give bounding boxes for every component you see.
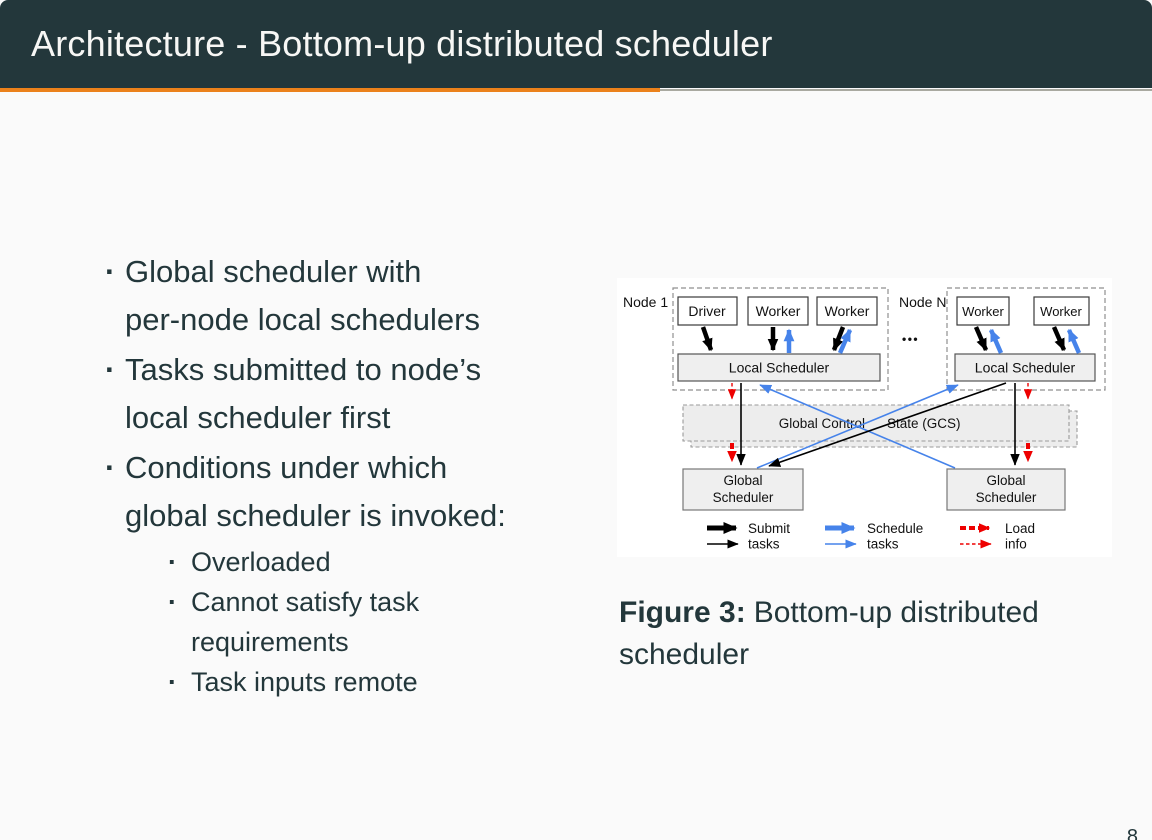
slide-title: Architecture - Bottom-up distributed sch… xyxy=(31,23,773,64)
sub-bullet-item: Task inputs remote xyxy=(168,662,595,702)
worker-box xyxy=(747,296,809,326)
schedule-task-arrow xyxy=(837,328,853,354)
submit-task-arrow xyxy=(973,326,989,352)
bullet-line: per-node local schedulers xyxy=(125,302,480,337)
progress-indicator xyxy=(0,88,660,92)
cross-connectors xyxy=(756,382,1007,469)
legend-label: tasks xyxy=(748,537,780,552)
legend: Submit tasks Schedule tasks Load info xyxy=(707,521,1035,552)
submit-task-arrow xyxy=(700,326,714,352)
bullet-line: Conditions under which xyxy=(125,450,448,485)
bullet-line: Tasks submitted to node’s xyxy=(125,352,482,387)
sub-bullet-list: Overloaded Cannot satisfy task requireme… xyxy=(168,542,595,702)
global-scheduler-label: Scheduler xyxy=(976,490,1037,505)
bullet-line: Cannot satisfy task xyxy=(191,587,420,617)
vertical-connectors xyxy=(727,383,1033,466)
local-scheduler-label: Local Scheduler xyxy=(975,360,1076,376)
global-scheduler-right: Global Scheduler xyxy=(946,468,1066,511)
nodeN-label: Node N xyxy=(899,294,946,310)
nodeN-group: Node N Worker Worker Local Scheduler xyxy=(899,287,1106,391)
figure-caption-text: Bottom-up distributed xyxy=(753,596,1039,629)
gcs-label: State (GCS) xyxy=(887,416,961,431)
bullet-line: Global scheduler with xyxy=(125,254,422,289)
node1-label: Node 1 xyxy=(623,294,668,310)
node1-box xyxy=(672,287,889,391)
sub-bullet-item: Overloaded xyxy=(168,542,595,582)
figure-caption: Figure 3:Bottom-up distributed scheduler xyxy=(619,592,1099,676)
figure-caption-prefix: Figure 3: xyxy=(619,596,746,629)
worker-box xyxy=(956,296,1010,326)
sub-bullet-item: Cannot satisfy task requirements xyxy=(168,582,595,662)
submit-task-line xyxy=(768,382,1007,467)
bullet-line: requirements xyxy=(191,627,349,657)
legend-label: info xyxy=(1005,537,1027,552)
global-scheduler-label: Scheduler xyxy=(713,490,774,505)
legend-label: Submit xyxy=(748,521,790,536)
schedule-task-arrow xyxy=(1066,328,1082,354)
worker-label: Worker xyxy=(825,303,870,319)
bullet-line: local scheduler first xyxy=(125,400,391,435)
page-number: 8 xyxy=(1126,826,1138,840)
global-scheduler-left: Global Scheduler xyxy=(682,468,804,511)
global-scheduler-label: Global xyxy=(723,473,762,488)
figure-caption-line: scheduler xyxy=(619,638,750,671)
global-scheduler-label: Global xyxy=(986,473,1025,488)
bullet-line: global scheduler is invoked: xyxy=(125,498,506,533)
schedule-task-arrow xyxy=(988,328,1004,354)
worker-box xyxy=(816,296,878,326)
node1-group: Node 1 Driver Worker Worker Local Schedu… xyxy=(623,287,889,391)
submit-task-arrow xyxy=(1051,326,1067,352)
legend-label: Load xyxy=(1005,521,1035,536)
legend-label: tasks xyxy=(867,537,899,552)
nodes-ellipsis: ••• xyxy=(902,332,919,346)
title-bar: Architecture - Bottom-up distributed sch… xyxy=(0,0,1152,88)
worker-label: Worker xyxy=(1040,304,1082,319)
progress-bar xyxy=(0,88,1152,92)
driver-box xyxy=(677,296,738,326)
figure-caption-line: Figure 3:Bottom-up distributed xyxy=(619,592,1099,634)
worker-label: Worker xyxy=(756,303,801,319)
progress-remainder xyxy=(660,89,1152,91)
bullet-item: Tasks submitted to node’s local schedule… xyxy=(105,346,595,442)
bullet-list: Global scheduler with per-node local sch… xyxy=(105,248,595,704)
schedule-task-line xyxy=(756,384,959,469)
bullet-line: Task inputs remote xyxy=(191,667,418,697)
local-scheduler-box xyxy=(677,353,881,382)
local-scheduler-box xyxy=(954,353,1096,382)
architecture-diagram: Global Control State (GCS) Node 1 Driver… xyxy=(623,287,1106,552)
figure-image: Global Control State (GCS) Node 1 Driver… xyxy=(617,278,1112,557)
local-scheduler-label: Local Scheduler xyxy=(729,360,830,376)
legend-label: Schedule xyxy=(867,521,923,536)
bullet-item: Global scheduler with per-node local sch… xyxy=(105,248,595,344)
bullet-line: Overloaded xyxy=(191,547,331,577)
worker-label: Worker xyxy=(962,304,1004,319)
worker-box xyxy=(1033,296,1090,326)
bullet-item: Conditions under which global scheduler … xyxy=(105,444,595,702)
gcs-box: Global Control State (GCS) xyxy=(682,404,1078,448)
driver-label: Driver xyxy=(688,303,726,319)
